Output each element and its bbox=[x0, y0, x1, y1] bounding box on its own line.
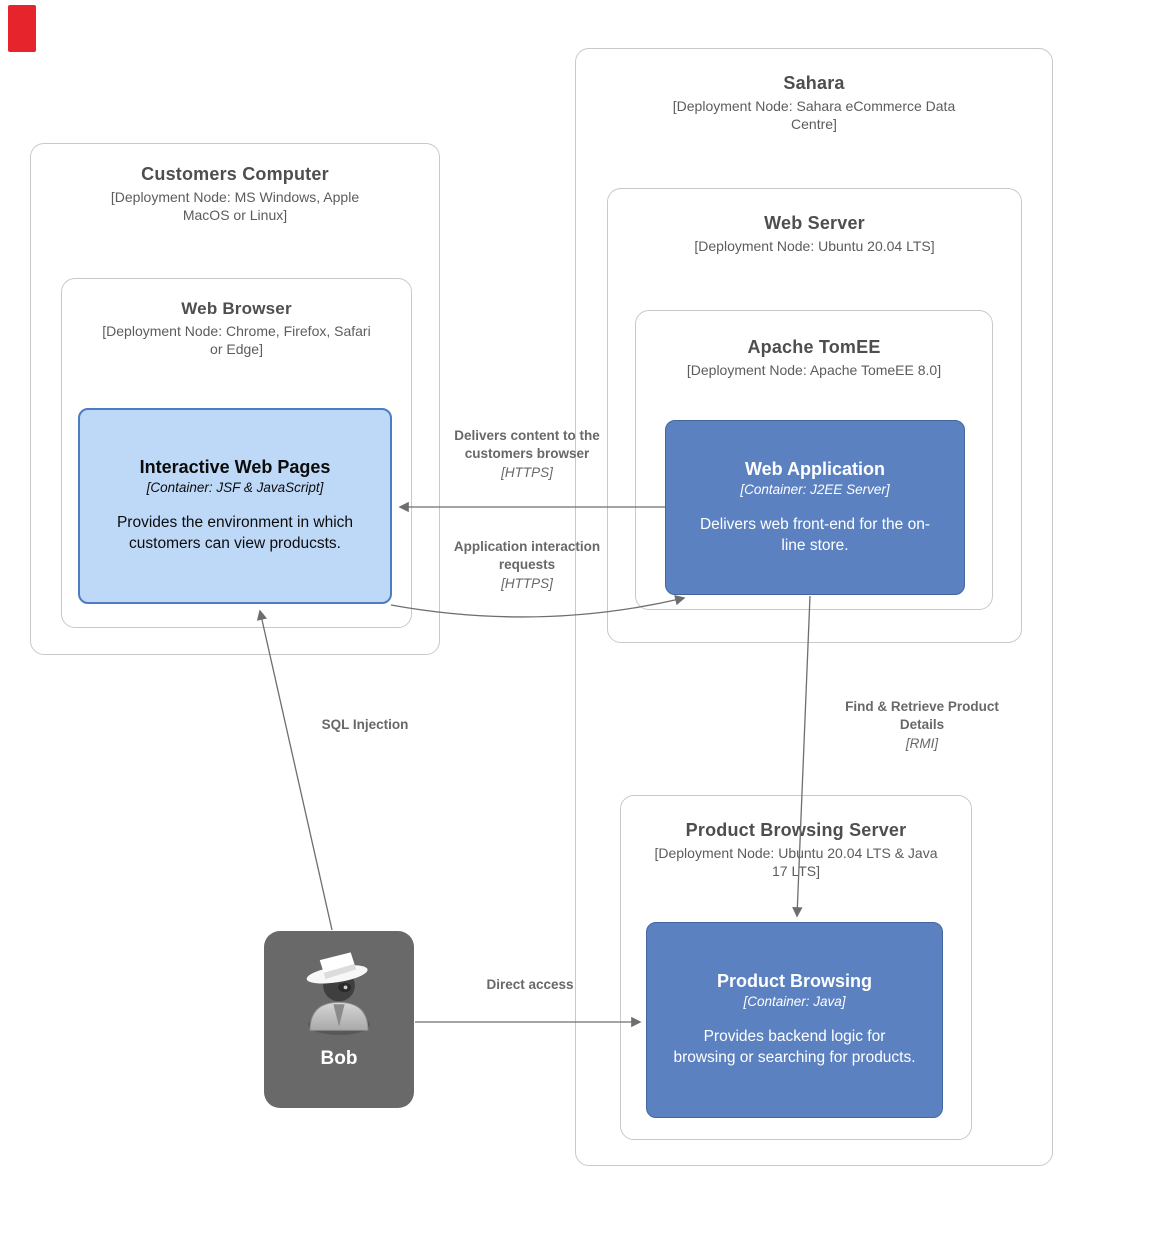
node-apache-tomee-title: Apache TomEE bbox=[747, 337, 881, 357]
relationship-app-interaction-label: Application interaction requests [HTTPS] bbox=[430, 538, 624, 592]
node-web-server-title: Web Server bbox=[764, 213, 865, 233]
container-interactive-web-pages-title: Interactive Web Pages bbox=[139, 457, 331, 478]
container-product-browsing-title: Product Browsing bbox=[716, 971, 872, 992]
node-web-browser-subtitle: [Deployment Node: Chrome, Firefox, Safar… bbox=[102, 323, 371, 358]
relationship-delivers-content-label: Delivers content to the customers browse… bbox=[430, 427, 624, 481]
actor-bob-label: Bob bbox=[320, 1048, 358, 1069]
relationship-direct-access-label: Direct access bbox=[478, 976, 582, 994]
node-sahara-title: Sahara bbox=[783, 73, 845, 93]
relationship-app-interaction-text: Application interaction requests bbox=[453, 539, 601, 572]
arrow-sql-injection bbox=[256, 609, 333, 931]
node-customers-computer-subtitle: [Deployment Node: MS Windows, Apple MacO… bbox=[110, 189, 360, 224]
relationship-direct-access-text: Direct access bbox=[486, 977, 574, 992]
container-web-application-subtitle: [Container: J2EE Server] bbox=[740, 481, 890, 497]
red-marker bbox=[8, 5, 36, 52]
relationship-delivers-content-tech: [HTTPS] bbox=[501, 464, 553, 480]
relationship-sql-injection-text: SQL Injection bbox=[321, 717, 409, 732]
node-web-browser-title: Web Browser bbox=[181, 299, 292, 318]
relationship-find-retrieve-tech: [RMI] bbox=[905, 735, 939, 751]
node-customers-computer-title: Customers Computer bbox=[141, 164, 329, 184]
node-apache-tomee-subtitle: [Deployment Node: Apache TomeEE 8.0] bbox=[686, 362, 942, 378]
node-product-browsing-server-title: Product Browsing Server bbox=[685, 820, 907, 840]
relationship-delivers-content-text: Delivers content to the customers browse… bbox=[454, 428, 600, 461]
container-web-application-title: Web Application bbox=[744, 458, 885, 479]
node-sahara-subtitle: [Deployment Node: Sahara eCommerce Data … bbox=[672, 98, 956, 133]
relationship-find-retrieve-text: Find & Retrieve Product Details bbox=[845, 699, 999, 732]
relationship-find-retrieve-label: Find & Retrieve Product Details [RMI] bbox=[822, 698, 1022, 752]
hacker-icon bbox=[283, 945, 395, 1046]
relationship-sql-injection-label: SQL Injection bbox=[305, 716, 425, 734]
actor-bob: Bob bbox=[264, 931, 414, 1108]
container-interactive-web-pages-description: Provides the environment in which custom… bbox=[116, 514, 354, 552]
container-product-browsing: Product Browsing [Container: Java] Provi… bbox=[646, 922, 943, 1118]
container-product-browsing-subtitle: [Container: Java] bbox=[743, 994, 846, 1010]
node-product-browsing-server-subtitle: [Deployment Node: Ubuntu 20.04 LTS & Jav… bbox=[654, 845, 938, 880]
container-interactive-web-pages-subtitle: [Container: JSF & JavaScript] bbox=[146, 480, 324, 496]
node-web-server-subtitle: [Deployment Node: Ubuntu 20.04 LTS] bbox=[694, 238, 935, 254]
relationship-app-interaction-tech: [HTTPS] bbox=[501, 575, 553, 591]
container-interactive-web-pages: Interactive Web Pages [Container: JSF & … bbox=[78, 408, 392, 604]
container-web-application: Web Application [Container: J2EE Server]… bbox=[665, 420, 965, 595]
container-product-browsing-description: Provides backend logic for browsing or s… bbox=[673, 1028, 916, 1066]
container-web-application-description: Delivers web front-end for the on-line s… bbox=[699, 515, 931, 554]
